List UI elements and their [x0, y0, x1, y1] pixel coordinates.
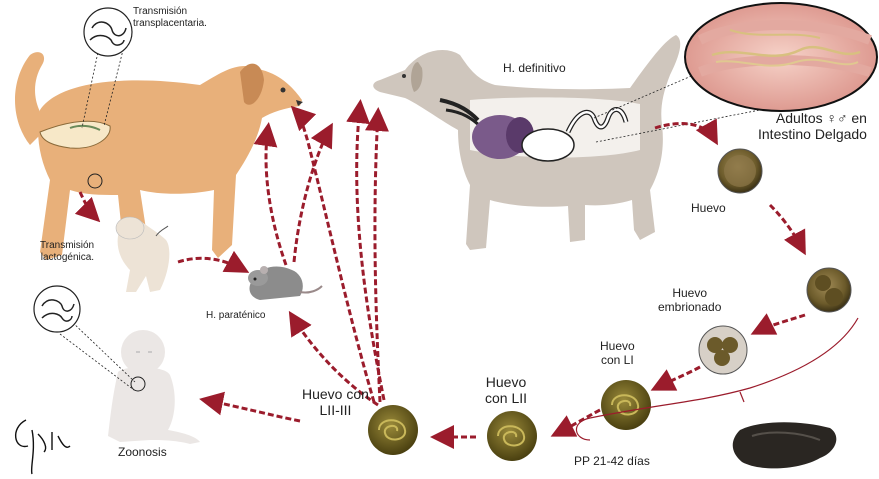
baby-icon [108, 330, 200, 444]
egg-l2 [487, 411, 537, 461]
intestine-inset [685, 3, 877, 111]
label-prepatent-period: PP 21-42 días [574, 455, 650, 469]
signature-icon [16, 420, 70, 474]
label-embryonated: Huevo embrionado [658, 287, 721, 315]
egg-dividing [807, 268, 851, 312]
rat-icon [248, 266, 322, 300]
label-egg-l2-l3: Huevo con LII-III [302, 386, 369, 418]
egg-embryonated [699, 326, 747, 374]
label-definitive-host: H. definitivo [503, 62, 566, 76]
label-zoonosis: Zoonosis [118, 446, 167, 460]
label-transplacental: Transmisión transplacentaria. [133, 6, 207, 29]
zoonosis-inset [34, 286, 80, 332]
egg-l1 [601, 380, 651, 430]
label-paratenic: H. paraténico [206, 310, 265, 322]
egg-l2-l3 [368, 405, 418, 455]
egg-unembryonated [718, 149, 762, 193]
label-egg: Huevo [691, 202, 726, 216]
label-lactogenic: Transmisión lactogénica. [40, 240, 94, 263]
label-egg-l1: Huevo con LI [600, 340, 635, 368]
feces-icon [733, 422, 837, 468]
puppy-icon [116, 217, 169, 292]
label-adults: Adultos ♀♂ en Intestino Delgado [758, 110, 867, 142]
label-egg-l2: Huevo con LII [485, 374, 527, 406]
tan-dog [15, 52, 303, 260]
